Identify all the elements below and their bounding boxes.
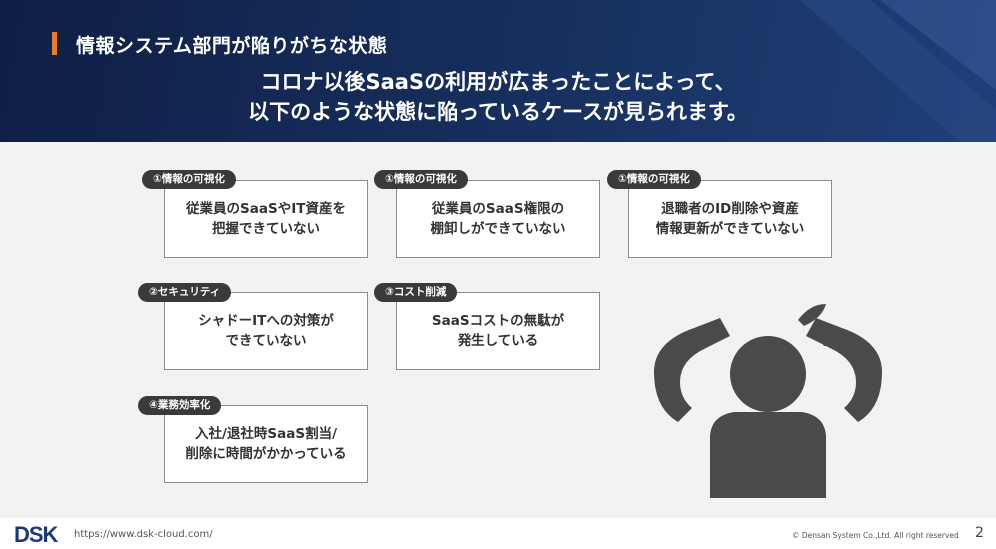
issue-card-line: 従業員のSaaS権限の bbox=[431, 201, 565, 217]
stressed-person-icon bbox=[654, 304, 882, 498]
issue-card-line: 削除に時間がかかっている bbox=[185, 446, 347, 462]
page-number: 2 bbox=[975, 525, 984, 541]
header-banner: 情報システム部門が陥りがちな状態 コロナ以後SaaSの利用が広まったことによって… bbox=[0, 0, 996, 142]
issue-card: 入社/退社時SaaS割当/ 削除に時間がかかっている bbox=[164, 405, 368, 483]
website-url[interactable]: https://www.dsk-cloud.com/ bbox=[74, 529, 213, 540]
issue-card-line: SaaSコストの無駄が bbox=[431, 313, 565, 329]
category-tag: ①情報の可視化 bbox=[142, 170, 236, 189]
issue-card-line: 情報更新ができていない bbox=[655, 221, 805, 237]
page-title: 情報システム部門が陥りがちな状態 bbox=[76, 35, 388, 57]
header-decoration bbox=[800, 0, 996, 142]
issue-card-line: シャドーITへの対策が bbox=[198, 313, 334, 329]
issue-card: シャドーITへの対策が できていない bbox=[164, 292, 368, 370]
issue-card-line: 把握できていない bbox=[212, 221, 320, 237]
issue-card-line: 退職者のID削除や資産 bbox=[661, 201, 799, 217]
issue-card-line: 発生している bbox=[457, 333, 539, 349]
issue-card-line: 棚卸しができていない bbox=[430, 221, 566, 237]
issue-card-line: 従業員のSaaSやIT資産を bbox=[186, 201, 346, 217]
issue-card: 従業員のSaaS権限の 棚卸しができていない bbox=[396, 180, 600, 258]
lead-text-line-1: コロナ以後SaaSの利用が広まったことによって、 bbox=[260, 70, 736, 94]
issue-card: SaaSコストの無駄が 発生している bbox=[396, 292, 600, 370]
company-logo: DSK bbox=[14, 522, 58, 547]
category-tag: ③コスト削減 bbox=[374, 283, 458, 302]
category-tag: ①情報の可視化 bbox=[607, 170, 701, 189]
issue-card: 退職者のID削除や資産 情報更新ができていない bbox=[628, 180, 832, 258]
issue-card-line: 入社/退社時SaaS割当/ bbox=[194, 426, 337, 442]
issue-card-line: できていない bbox=[225, 333, 307, 349]
issue-card: 従業員のSaaSやIT資産を 把握できていない bbox=[164, 180, 368, 258]
lead-text-line-2: 以下のような状態に陥っているケースが見られます。 bbox=[248, 100, 748, 124]
footer: DSK https://www.dsk-cloud.com/ © Densan … bbox=[0, 518, 996, 549]
category-tag: ④業務効率化 bbox=[138, 396, 222, 415]
category-tag: ①情報の可視化 bbox=[374, 170, 468, 189]
copyright-text: © Densan System Co.,Ltd. All right reser… bbox=[792, 531, 959, 540]
category-tag: ②セキュリティ bbox=[138, 283, 232, 302]
title-accent-bar bbox=[52, 32, 57, 55]
